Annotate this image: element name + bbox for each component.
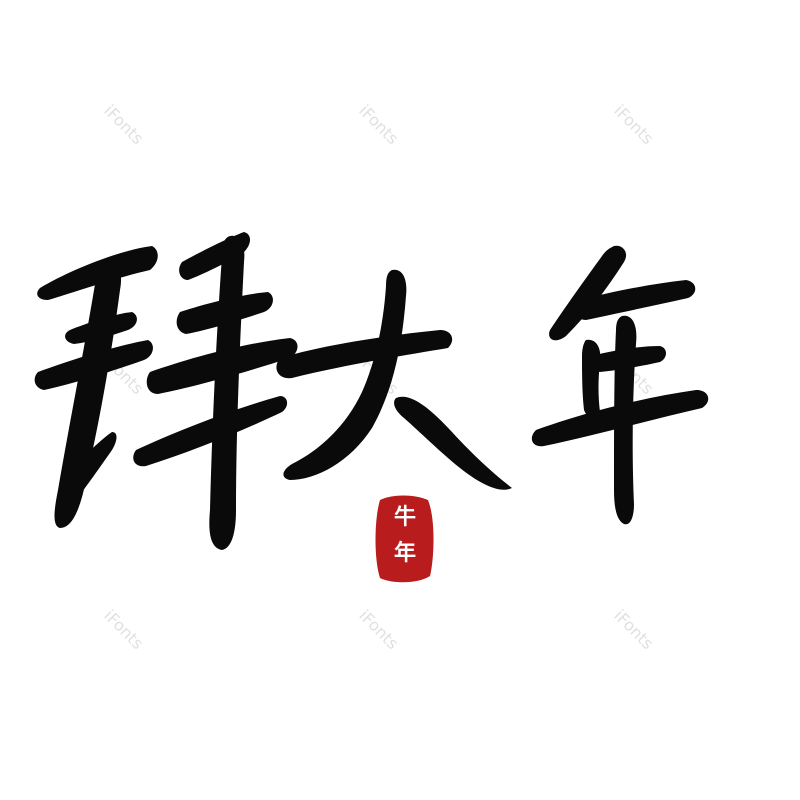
calligraphy-char-da bbox=[276, 269, 512, 490]
calligraphy-char-nian bbox=[531, 245, 709, 525]
calligraphy-char-bai bbox=[34, 232, 298, 551]
